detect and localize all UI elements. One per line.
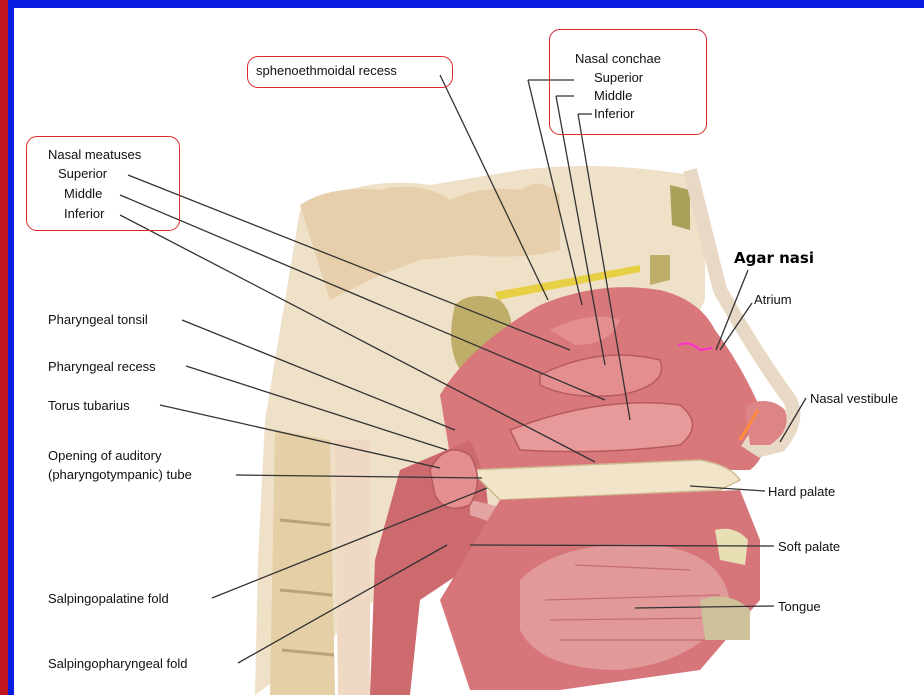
label-salpingopharyngeal-fold: Salpingopharyngeal fold <box>48 656 188 671</box>
label-meatus-superior: Superior <box>58 166 107 181</box>
label-atrium: Atrium <box>754 292 792 307</box>
label-pharyngeal-recess: Pharyngeal recess <box>48 359 156 374</box>
label-concha-inferior: Inferior <box>594 106 634 121</box>
torus-fold <box>430 450 478 508</box>
label-nasal-vestibule: Nasal vestibule <box>810 391 898 406</box>
label-hard-palate: Hard palate <box>768 484 835 499</box>
label-auditory-line1: Opening of auditory <box>48 448 161 463</box>
label-nasal-meatuses: Nasal meatuses <box>48 147 141 162</box>
label-salpingopalatine-fold: Salpingopalatine fold <box>48 591 169 606</box>
label-auditory-line2: (pharyngotympanic) tube <box>48 467 192 482</box>
label-tongue: Tongue <box>778 599 821 614</box>
label-meatus-middle: Middle <box>64 186 102 201</box>
label-concha-superior: Superior <box>594 70 643 85</box>
sinus-top <box>670 185 690 230</box>
label-pharyngeal-tonsil: Pharyngeal tonsil <box>48 312 148 327</box>
label-torus-tubarius: Torus tubarius <box>48 398 130 413</box>
label-agar-nasi: Agar nasi <box>734 249 814 267</box>
label-concha-middle: Middle <box>594 88 632 103</box>
label-soft-palate: Soft palate <box>778 539 840 554</box>
pharynx-back-wall <box>335 440 370 695</box>
label-meatus-inferior: Inferior <box>64 206 104 221</box>
sinus-small <box>650 255 670 285</box>
label-nasal-conchae: Nasal conchae <box>575 51 661 66</box>
diagram-panel: sphenoethmoidal recess Nasal conchae Sup… <box>14 8 924 695</box>
label-sphenoethmoidal-recess: sphenoethmoidal recess <box>256 63 397 78</box>
